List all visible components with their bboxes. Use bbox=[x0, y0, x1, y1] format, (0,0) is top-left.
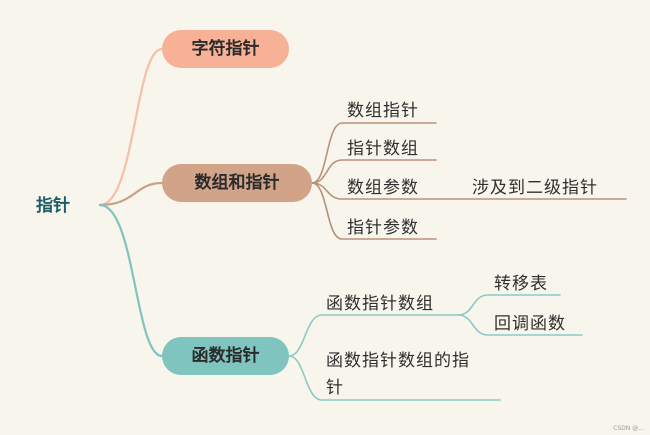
root-to-branch-1-connector bbox=[98, 47, 164, 207]
branch-2-child-2[interactable]: 指针数组 bbox=[347, 139, 419, 159]
branch-2-child-2-connector bbox=[311, 159, 437, 184]
root-node[interactable]: 指针 bbox=[36, 196, 70, 216]
branch-3-child-1-connector bbox=[288, 314, 459, 357]
branch-node-1[interactable]: 字符指针 bbox=[162, 30, 289, 68]
branch-2-child-1-connector bbox=[311, 122, 437, 184]
branch-2-child-3[interactable]: 数组参数 bbox=[347, 178, 419, 198]
branch-2-child-4[interactable]: 指针参数 bbox=[347, 218, 419, 238]
root-to-branch-3-connector bbox=[98, 203, 164, 358]
branch-3-grandchild-1-connector bbox=[457, 294, 561, 316]
branch-3-grandchild-2-connector bbox=[457, 314, 583, 336]
branch-2-child-1[interactable]: 数组指针 bbox=[347, 101, 419, 121]
root-to-branch-2-connector bbox=[98, 181, 164, 207]
branch-3-child-1[interactable]: 函数指针数组 bbox=[326, 294, 434, 314]
branch-3-child-2-line-1[interactable]: 函数指针数组的指 bbox=[326, 351, 470, 371]
branch-2-child-4-connector bbox=[311, 182, 437, 240]
watermark: CSDN @... bbox=[613, 425, 644, 432]
branch-3-child-2-line-2[interactable]: 针 bbox=[326, 378, 344, 398]
branch-3-grandchild-2[interactable]: 回调函数 bbox=[494, 314, 566, 334]
branch-2-child-3-connector bbox=[311, 182, 627, 200]
branch-node-2[interactable]: 数组和指针 bbox=[162, 164, 312, 202]
branch-3-child-2-connector bbox=[288, 355, 501, 401]
branch-2-grandchild[interactable]: 涉及到二级指针 bbox=[472, 178, 598, 198]
branch-node-3[interactable]: 函数指针 bbox=[162, 337, 289, 375]
branch-3-grandchild-1[interactable]: 转移表 bbox=[494, 274, 548, 294]
